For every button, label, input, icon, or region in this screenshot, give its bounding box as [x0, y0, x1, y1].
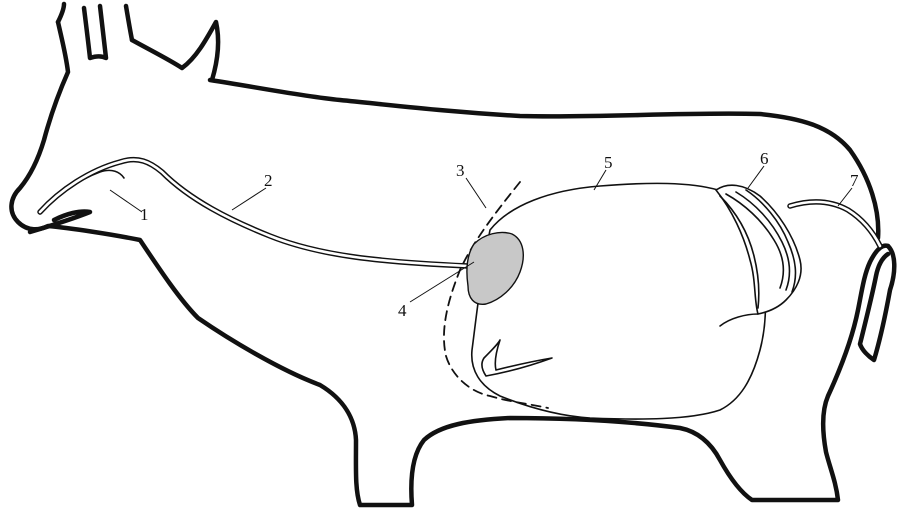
label-5: 5: [604, 153, 613, 172]
label-2: 2: [264, 171, 273, 190]
label-6: 6: [760, 149, 769, 168]
right-horn-icon: [126, 6, 132, 40]
label-7: 7: [850, 171, 859, 190]
leader-line-4: [410, 262, 474, 302]
leader-line-7: [838, 188, 852, 206]
esophagus-tube: [40, 160, 468, 266]
rectum-tube: [790, 202, 880, 246]
leader-line-1: [110, 190, 142, 212]
leader-line-3: [466, 178, 486, 208]
stomach-organ: [472, 183, 766, 419]
middle-horn-icon: [84, 6, 106, 58]
label-1: 1: [140, 205, 149, 224]
neck-outline: [132, 22, 218, 80]
leader-line-2: [232, 188, 266, 210]
tail-outline: [860, 246, 894, 360]
left-horn-icon: [58, 4, 64, 22]
leader-line-6: [748, 166, 764, 188]
label-3: 3: [456, 161, 465, 180]
label-4: 4: [398, 301, 407, 320]
